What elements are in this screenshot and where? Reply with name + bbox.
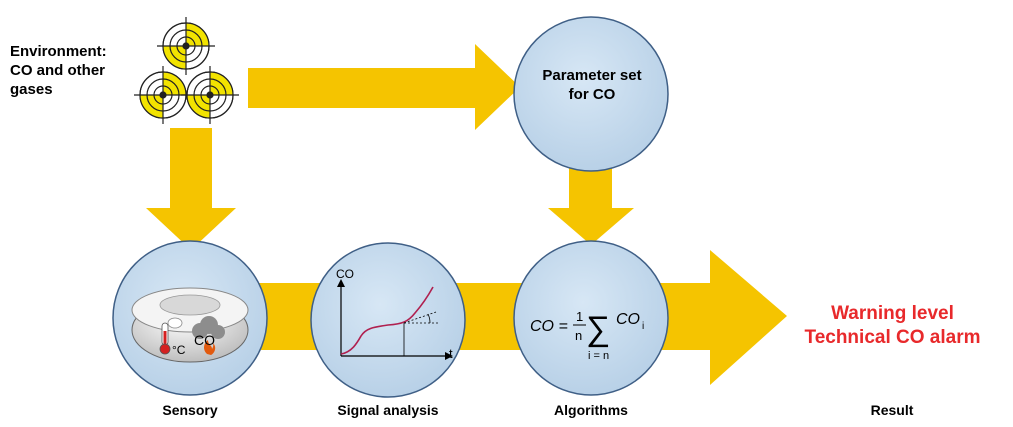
arrow-parameter-to-algorithms (548, 162, 634, 245)
signal-analysis-circle (310, 242, 466, 398)
sensory-node: °C CO (112, 240, 268, 396)
formula-sum-symbol: ∑ (586, 310, 610, 348)
signal-analysis-caption: Signal analysis (337, 402, 439, 418)
signal-analysis-node: CO t (310, 242, 466, 398)
co-signal-curve (340, 286, 434, 355)
gas-co-label: CO (194, 332, 215, 348)
smoke-detector-icon (131, 287, 249, 363)
temperature-unit-label: °C (172, 343, 186, 357)
algorithms-circle (513, 240, 669, 396)
algorithms-caption: Algorithms (554, 402, 628, 418)
sensory-caption: Sensory (162, 402, 218, 418)
graph-x-arrowhead (445, 352, 453, 360)
environment-label-line2: CO and other (10, 62, 106, 79)
trend-dashed-tangent (403, 311, 437, 324)
environment-label: Environment: CO and other gases (10, 42, 107, 99)
gas-molecules-icon (134, 17, 239, 124)
parameter-set-circle (513, 16, 669, 172)
co-average-formula: CO = 1 n ∑ CO i i = n (530, 309, 644, 362)
result-warning-level: Warning level (831, 303, 954, 324)
formula-lhs: CO = (530, 318, 568, 335)
arrow-env-to-parameter (248, 44, 520, 130)
environment-label-line3: gases (10, 81, 53, 98)
arrow-env-to-sensory (146, 128, 236, 250)
parameter-set-label-line1: Parameter set (542, 67, 642, 84)
co-time-graph: CO t (336, 267, 453, 361)
parameter-set-label-line2: for CO (568, 86, 616, 103)
formula-fraction-numerator: 1 (576, 309, 583, 324)
flame-icon (204, 340, 216, 355)
smoke-cloud-icon (192, 316, 225, 339)
gas-target-icon-right (181, 66, 239, 124)
graph-y-axis-label: CO (336, 267, 354, 281)
formula-fraction-denominator: n (575, 328, 582, 343)
gas-target-icon-top (157, 17, 215, 75)
graph-x-axis-label: t (449, 346, 453, 361)
graph-y-arrowhead (337, 279, 345, 287)
formula-sum-term: CO (616, 311, 640, 328)
environment-label-line1: Environment: (10, 43, 107, 60)
formula-sum-term-subscript: i (642, 321, 644, 332)
formula-sum-lower-bound: i = n (588, 350, 609, 362)
result-caption: Result (870, 402, 914, 418)
algorithms-node: CO = 1 n ∑ CO i i = n (513, 240, 669, 396)
parameter-set-label: Parameter set for CO (517, 66, 667, 104)
trend-angle-arc (427, 313, 431, 324)
result-technical-co-alarm: Technical CO alarm (804, 327, 981, 348)
thermometer-icon (159, 322, 171, 355)
